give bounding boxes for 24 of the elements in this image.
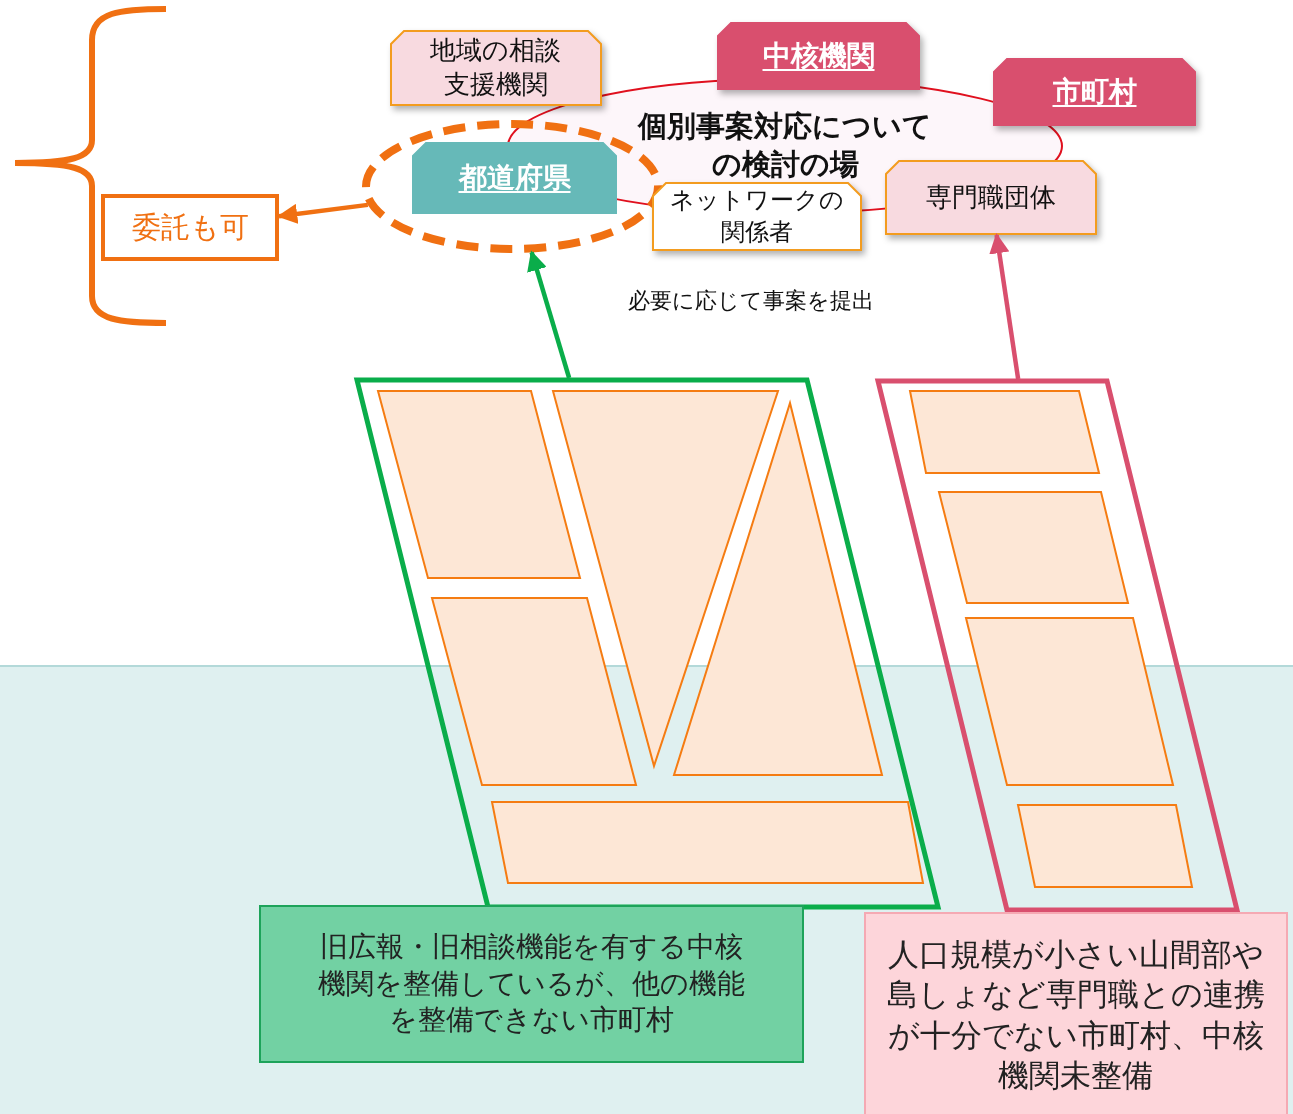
label-tab [652,182,862,251]
parallelogram-frame [876,379,1240,912]
description-box [259,905,804,1063]
node-label: 個別事案対応についての検討の場 [636,108,933,183]
node-label: 旧広報・旧相談機能を有する中核機関を整備しているが、他の機能を整備できない市町村 [317,929,746,1039]
node-label: 市町村 [1052,73,1137,110]
label-tab [390,30,602,106]
label-tab [412,142,617,214]
label-tab [717,22,920,90]
arrow [989,233,1021,380]
node-label: ネットワークの関係者 [669,185,845,248]
node-label: 人口規模が小さい山間部や島しょなど専門職との連携が十分でない市町村、中核機関未整備 [886,934,1266,1095]
bordered-box [101,194,279,261]
arrow [527,250,572,379]
node-label: 中核機関 [762,37,875,74]
node-label: 専門職団体 [926,180,1056,214]
node-label: 地域の相談支援機関 [429,34,563,101]
label-tab [993,58,1196,126]
node-label: 委託も可 [131,208,249,246]
label-tab [885,160,1097,235]
node-label: 都道府県 [458,159,571,196]
description-box [864,912,1288,1114]
arrow [277,202,369,224]
note-text: 必要に応じて事案を提出 [628,287,874,315]
